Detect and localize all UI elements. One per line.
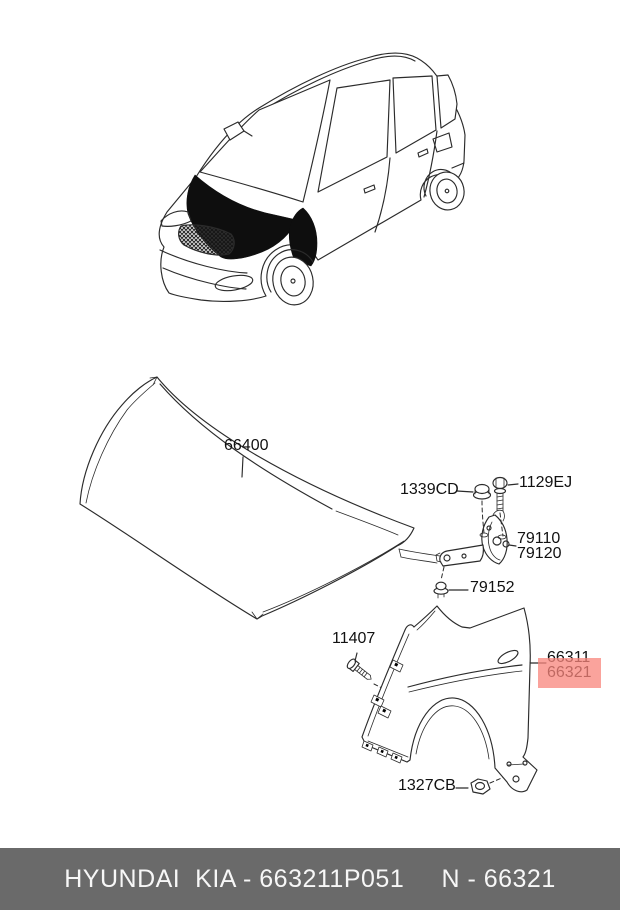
nut-1339cd-icon [472,483,492,534]
bolt-1129ej-icon [492,476,508,537]
side-mirror [223,121,253,141]
rear-wheel [429,171,465,211]
car-illustration [158,52,466,306]
nut-1327cb-icon [470,773,512,795]
bolt-11407-icon [346,658,372,680]
hood-panel-drawing [79,376,441,620]
bolt-79152-icon [433,566,449,599]
part-label-hinge-upper: 79110 [517,530,561,547]
part-label-hinge-lower: 79120 [517,545,562,562]
selected-part-highlight [538,658,601,688]
leader-lines [241,456,547,789]
footer-part-number-text: HYUNDAI KIA - 663211P051 N - 66321 [64,864,556,893]
part-label-hood: 66400 [224,437,269,454]
grille [178,224,235,256]
front-wheel [272,256,314,306]
hood-hinge-drawing [435,509,510,567]
part-label-hinge-bolt: 1129EJ [519,474,573,491]
fender-panel-drawing [361,605,538,793]
part-label-fender-nut: 1327CB [398,777,456,794]
parts-diagram-artwork [79,52,547,795]
part-label-hinge-nut: 1339CD [400,481,459,498]
part-label-hinge-lower-bolt: 79152 [470,579,515,596]
part-label-fender-bolt: 11407 [332,630,376,647]
footer-bar: HYUNDAI KIA - 663211P051 N - 66321 [0,848,620,910]
